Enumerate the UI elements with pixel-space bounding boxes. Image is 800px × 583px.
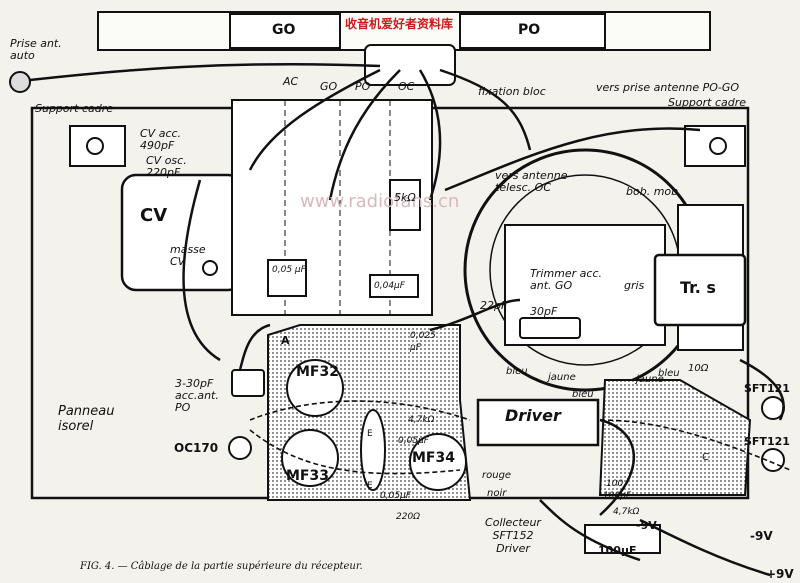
res-100-label: 100 <box>606 479 624 489</box>
mf32-label: MF32 <box>296 364 339 380</box>
cap-22pf-label: 22pF <box>480 299 508 312</box>
po-bar-label: PO <box>518 22 541 38</box>
ac-label: AC <box>283 75 299 88</box>
figure-caption: FIG. 4. — Câblage de la partie supérieur… <box>80 561 363 572</box>
cv-acc-label: CV acc. 490pF <box>140 127 182 152</box>
jaune-label-1: jaune <box>548 372 576 383</box>
masse-cv-label: masse CV <box>170 243 206 268</box>
cap-005c-label: 0,05µF <box>380 491 411 501</box>
letter-e1: E <box>367 429 373 439</box>
trimmer-po-label: 3-30pF acc.ant. PO <box>175 377 219 414</box>
letter-e2: E <box>367 481 373 491</box>
marker-a: A <box>281 334 290 347</box>
support-cadre-left <box>69 125 126 167</box>
fixation-bloc-label: fixation bloc <box>478 85 546 98</box>
res-10-label: 10Ω <box>688 363 709 374</box>
oc-terminal-label: OC <box>398 80 415 93</box>
go-bar-label: GO <box>272 22 296 38</box>
trs-label: Tr. s <box>680 278 716 297</box>
bob-mob-label: bob. mob <box>626 185 679 198</box>
capacitor-100uf <box>584 524 661 554</box>
collecteur-label: Collecteur SFT152 Driver <box>485 516 541 555</box>
driver-label: Driver <box>505 406 561 425</box>
support-cadre-right <box>684 125 746 167</box>
output-board <box>598 379 752 496</box>
cap-100uf-label: 100µF <box>598 544 637 557</box>
cap-004-label: 0,04µF <box>374 281 405 291</box>
bleu-label-2: bleu <box>572 389 594 400</box>
res-5k-label: 5kΩ <box>394 191 416 204</box>
prise-ant-auto-jack <box>9 71 31 93</box>
cap-100pf-label: 100pF <box>603 491 632 501</box>
noir-label: noir <box>487 488 507 499</box>
sft121-label-a: SFT121 <box>744 382 790 395</box>
bleu-label-1: bleu <box>506 366 528 377</box>
support-cadre-right-label: Support cadre <box>668 96 747 109</box>
go-coil <box>229 13 341 49</box>
res-220-label: 220Ω <box>396 512 421 522</box>
vers-prise-antenne-label: vers prise antenne PO-GO <box>596 81 740 94</box>
cap-0025-label: 0,025 µF <box>410 331 436 353</box>
mf33-label: MF33 <box>286 468 329 484</box>
vers-antenne-telesc-label: vers antenne télesc. OC <box>495 169 568 194</box>
res-470-label: 4,7kΩ <box>408 415 435 425</box>
plus9v-label: +9V <box>766 567 794 581</box>
po-terminal-label: PO <box>355 80 371 93</box>
oc170-label: OC170 <box>174 441 219 455</box>
cv-label: CV <box>140 205 168 226</box>
oc170-transistor <box>228 436 252 460</box>
rouge-label: rouge <box>482 470 512 481</box>
cv-osc-label: CV osc. 220pF <box>146 154 187 179</box>
ferrite-bar <box>97 11 711 51</box>
watermark-site: www.radiofans.cn <box>300 191 460 212</box>
support-cadre-left-label: Support cadre <box>35 102 114 115</box>
bleu-label-3: bleu <box>658 368 680 379</box>
minus9v-label-a: -9V <box>636 519 657 532</box>
minus9v-label-b: -9V <box>750 529 773 543</box>
go-terminal-label: GO <box>320 80 338 93</box>
cap-005-label: 0,05 µF <box>272 265 306 275</box>
mf33-can <box>281 429 339 487</box>
cap-005b-label: 0,05µF <box>398 436 429 446</box>
sft121-label-b: SFT121 <box>744 435 790 448</box>
cap-30pf-label: 30pF <box>530 305 558 318</box>
driver-transformer <box>476 398 600 447</box>
watermark: 收音机爱好者资料库 <box>345 17 454 31</box>
jaune-label-2: jaune <box>636 374 664 385</box>
mf34-label: MF34 <box>412 450 455 466</box>
panneau-isorel-label: Panneau isorel <box>58 404 115 434</box>
trimmer-go-label: Trimmer acc. ant. GO <box>530 267 602 292</box>
cv-variable-capacitor <box>120 173 244 292</box>
letter-c: C <box>702 452 709 463</box>
gris-label: gris <box>624 279 645 292</box>
prise-ant-auto-label: Prise ant. auto <box>10 37 62 62</box>
po-coil <box>459 13 606 49</box>
res-47-label: 4,7kΩ <box>613 507 640 517</box>
mf34-can <box>409 433 467 491</box>
